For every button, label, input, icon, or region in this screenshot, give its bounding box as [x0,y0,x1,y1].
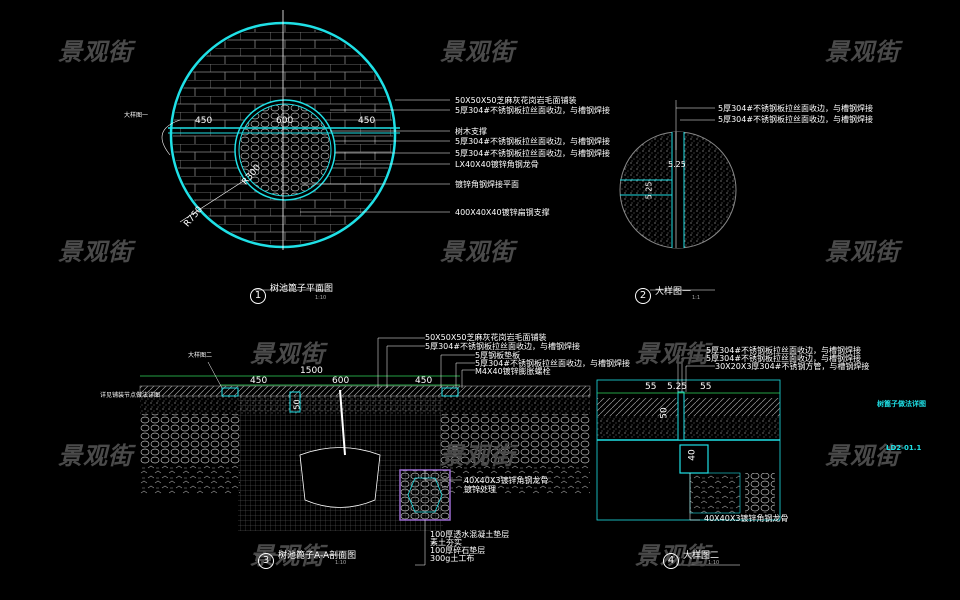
dim-section-total: 1500 [300,366,323,376]
watermark: 景观街 [58,38,133,66]
section-label: M4X40镀锌膨胀螺栓 [475,367,551,376]
plan-label: 400X40X40镀锌扁钢支撑 [455,208,550,217]
sheet-name: 树篦子做法详图 [877,400,926,408]
section-scale: 1:10 [335,560,347,566]
section-number: 3 [258,553,274,569]
section-ground-label: 详见铺装节点做法详图 [100,392,161,399]
detail1-number: 2 [635,288,651,304]
dim-section-height: 50 [292,399,302,410]
detail2-label: 30X20X3厚304#不锈钢方管，与槽钢焊接 [715,362,870,371]
section-bottom-label: 100厚碎石垫层 [430,546,486,555]
detail2-label: 5厚304#不锈钢板拉丝面收边，与槽钢焊接 [706,346,862,355]
plan-label: 5厚304#不锈钢板拉丝面收边，与槽钢焊接 [455,137,611,146]
section-label: 50X50X50芝麻灰花岗岩毛面铺装 [425,333,547,342]
detail2-label: 5厚304#不锈钢板拉丝面收边，与槽钢焊接 [706,354,862,363]
section-label: 5厚304#不锈钢板拉丝面收边，与槽钢焊接 [475,359,631,368]
detail2-title: 大样图二 [683,551,720,561]
detail2-dim: 50 [659,407,670,419]
watermark: 景观街 [635,340,710,368]
sheet-code: LD2-01.1 [886,444,922,452]
watermark: 景观街 [825,238,900,266]
section-label: 5厚钢板垫板 [475,351,521,360]
section-bottom-label: 镀锌处理 [464,485,496,494]
dim-section-right: 450 [415,376,433,386]
detail2-dim: 40 [687,449,698,461]
detail2-bottom-label: 40X40X3镀锌角钢龙骨 [704,514,789,523]
detail2-dim: 55 [645,382,657,392]
plan-scale: 1:10 [315,295,327,301]
plan-label: 镀锌角钢焊接平面 [455,180,519,189]
detail2-dim: 55 [700,382,712,392]
detail-1-view [619,100,737,291]
plan-label: 50X50X50芝麻灰花岗岩毛面铺装 [455,96,577,105]
plan-label: 5厚304#不锈钢板拉丝面收边，与槽钢焊接 [455,106,611,115]
detail-2-view [596,349,781,566]
section-bottom-label: 40X40X3镀锌角钢龙骨 [464,476,549,485]
detail1-title: 大样图一 [655,287,692,297]
section-title: 树池篦子A-A剖面图 [278,551,357,561]
detail1-scale: 1:1 [692,295,701,301]
dim-section-center: 600 [332,376,350,386]
plan-number: 1 [250,288,266,304]
watermark: 景观街 [250,340,325,368]
plan-view [161,10,450,291]
section-ref-mark: 大样图二 [188,352,213,359]
plan-ref-mark: 大样图一 [124,112,149,119]
detail2-dim: 5.25 [667,382,688,392]
dim-plan-right: 450 [358,116,376,126]
detail2-scale: 1:10 [708,560,720,566]
plan-label: LX40X40镀锌角钢龙骨 [455,160,539,169]
section-bottom-label: 100厚透水混凝土垫层 [430,530,510,539]
detail1-dim: 5.25 [644,181,654,200]
plan-title: 树池篦子平面图 [270,284,334,294]
plan-label: 5厚304#不锈钢板拉丝面收边，与槽钢焊接 [455,149,611,158]
section-bottom-label: 300g土工布 [430,554,475,563]
watermark: 景观街 [58,238,133,266]
plan-label: 树木支撑 [455,127,487,136]
dim-section-left: 450 [250,376,268,386]
detail2-number: 4 [663,553,679,569]
watermark: 景观街 [825,38,900,66]
watermark: 景观街 [440,38,515,66]
detail1-label: 5厚304#不锈钢板拉丝面收边，与槽钢焊接 [718,104,874,113]
watermark: 景观街 [58,442,133,470]
detail1-label: 5厚304#不锈钢板拉丝面收边，与槽钢焊接 [718,115,874,124]
section-bottom-label: 素土夯实 [430,538,462,547]
section-view [139,337,591,566]
watermark: 景观街 [440,238,515,266]
section-label: 5厚304#不锈钢板拉丝面收边，与槽钢焊接 [425,342,581,351]
detail1-dim: 5.25 [668,160,686,169]
watermark: 景观街 [825,442,900,470]
dim-plan-center: 600 [276,116,294,126]
dim-plan-left: 450 [195,116,213,126]
watermark: 景观街 [440,442,515,470]
